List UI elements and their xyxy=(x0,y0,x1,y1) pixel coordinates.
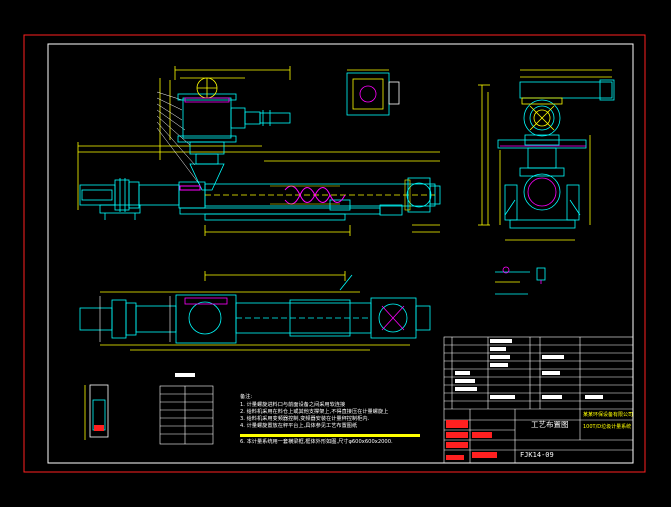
title-block-white-fills xyxy=(455,339,603,399)
project-name: 100T/D垃圾计量系统 xyxy=(583,424,632,430)
outer-border xyxy=(23,34,646,473)
notes-line-3: 3. 给料机采用变频器控制,变频器安装在计量秤控制柜内. xyxy=(240,416,370,422)
parts-list-table xyxy=(159,373,214,445)
side-elevation-view xyxy=(478,69,615,241)
company-name: 某某环保设备有限公司 xyxy=(583,412,634,418)
notes-underline xyxy=(240,434,420,437)
plan-view xyxy=(79,271,431,351)
inner-frame xyxy=(47,43,634,464)
title-block-fills xyxy=(446,420,497,460)
front-elevation-view xyxy=(77,66,441,236)
flange-detail-view xyxy=(346,69,400,116)
notes-line-6: 6. 本计量系统用一套横梁框,框体外形如图,尺寸φ600x600x2000. xyxy=(240,439,393,445)
component-detail xyxy=(84,384,109,440)
notes-line-1: 1. 计量螺旋进料口与前面设备之间采用软连接 xyxy=(240,402,346,408)
drawing-number: FJK14-09 xyxy=(520,451,554,459)
drawing-title: 工艺布置图 xyxy=(531,420,569,429)
notes-line-4: 4. 计量螺旋置放在秤平台上,具体参见工艺布置图纸 xyxy=(240,423,358,429)
title-block-frame xyxy=(443,336,634,464)
notes-title: 备注: xyxy=(240,394,253,400)
notes-line-2: 2. 给料机采用在料仓上或其他支撑架上,不得直接压在计量螺旋上 xyxy=(240,409,389,415)
small-detail-symbols xyxy=(495,266,546,295)
